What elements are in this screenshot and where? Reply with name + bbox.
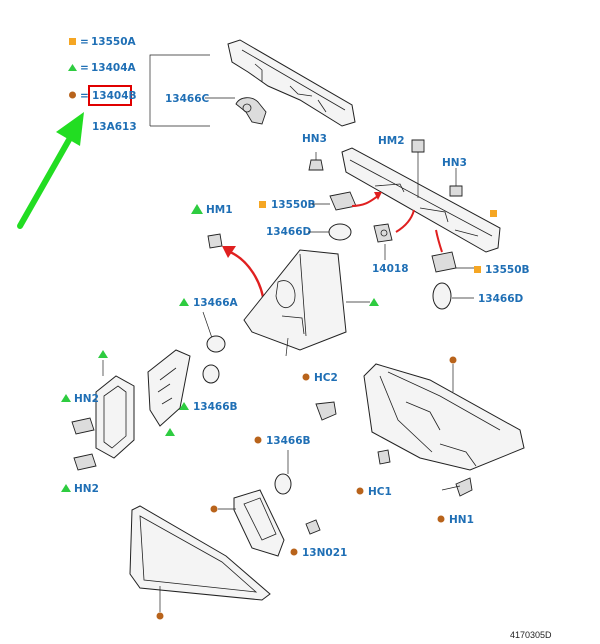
label-13466D-b: 13466D	[478, 293, 524, 305]
label-13466C: 13466C	[165, 93, 210, 105]
label-13N021: 13N021	[302, 547, 347, 559]
label-13550B-b: 13550B	[485, 264, 530, 276]
label-HN1: HN1	[449, 514, 474, 526]
circle-marker-gasket	[156, 612, 164, 620]
circle-marker-socket	[210, 505, 218, 513]
label-13A613: 13A613	[92, 121, 137, 133]
lower-left-gasket	[129, 505, 271, 620]
green-pointer-arrow	[17, 112, 84, 229]
circle-marker-13N021	[290, 548, 298, 556]
square-marker-13550B-a	[259, 201, 266, 208]
legend-sep-2: =	[80, 62, 89, 74]
label-HN2-a: HN2	[74, 393, 99, 405]
circle-marker-HN1	[437, 515, 445, 523]
lower-center-assembly: 13466B 13N021	[210, 435, 347, 559]
legend-sep-1: =	[80, 36, 89, 48]
upper-sockets: 13550B 13466D 14018 13550B 13466D	[259, 191, 530, 310]
legend-square-marker	[69, 38, 76, 45]
legend-sep-3: =	[80, 90, 89, 102]
label-14018: 14018	[372, 263, 409, 275]
label-HM2: HM2	[378, 135, 405, 147]
triangle-marker-lower	[165, 428, 175, 436]
legend: = 13550A = 13404A = 13404B	[68, 36, 137, 106]
label-HN2-b: HN2	[74, 483, 99, 495]
label-13466A: 13466A	[193, 297, 239, 309]
triangle-marker-13466B-a	[179, 402, 189, 410]
circle-marker-HC1	[356, 487, 364, 495]
legend-code-13404B: 13404B	[92, 90, 137, 102]
label-HN3-right: HN3	[442, 157, 467, 169]
label-13550B-a: 13550B	[271, 199, 316, 211]
left-bulb-group: 13466A 13466B HN2 HN2	[61, 297, 239, 495]
triangle-marker-housing	[369, 298, 379, 306]
drawing-number: 4170305D	[510, 630, 552, 640]
label-HC1: HC1	[368, 486, 392, 498]
circle-marker-13466B-b	[254, 436, 262, 444]
triangle-marker-13466A	[179, 298, 189, 306]
label-13466B-a: 13466B	[193, 401, 238, 413]
circle-marker-HC2	[302, 373, 310, 381]
triangle-marker-HM1	[191, 204, 203, 214]
top-bracket-assembly: 13466C 13A613	[92, 39, 356, 133]
label-13466B-b: 13466B	[266, 435, 311, 447]
triangle-marker-HN2-a	[61, 394, 71, 402]
legend-code-13550A: 13550A	[91, 36, 137, 48]
triangle-marker-HN2-b	[61, 484, 71, 492]
square-marker-13550B-b	[474, 266, 481, 273]
label-13466D-a: 13466D	[266, 226, 312, 238]
label-HM1: HM1	[206, 204, 233, 216]
highlight-box	[88, 85, 132, 106]
label-HC2: HC2	[314, 372, 338, 384]
legend-triangle-marker	[68, 64, 77, 71]
square-marker-bar	[490, 210, 497, 217]
legend-circle-marker	[69, 91, 76, 99]
legend-code-13404A: 13404A	[91, 62, 137, 74]
center-lamp-housing: HM1	[191, 204, 379, 357]
label-HN3-left: HN3	[302, 133, 327, 145]
upper-right-lamp-bar: HN3 HM2 HN3	[302, 133, 501, 253]
right-lower-housing: HC2 HC1 HN1	[302, 356, 525, 526]
triangle-marker-plate	[98, 350, 108, 358]
circle-marker-housing	[449, 356, 457, 364]
